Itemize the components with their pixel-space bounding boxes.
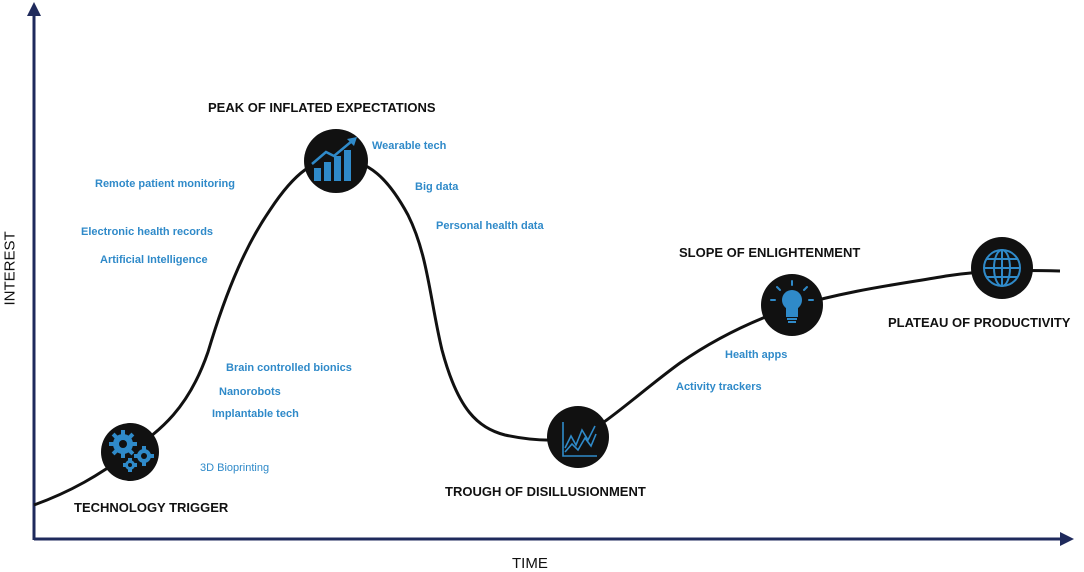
phase-label-slope: SLOPE OF ENLIGHTENMENT (679, 245, 861, 260)
tech-activity-trackers: Activity trackers (676, 381, 762, 393)
phase-label-plateau: PLATEAU OF PRODUCTIVITY (888, 315, 1071, 330)
tech-3d-bioprinting: 3D Bioprinting (200, 462, 270, 474)
phase-label-trough: TROUGH OF DISILLUSIONMENT (445, 484, 646, 499)
tech-electronic-health-records: Electronic health records (81, 226, 214, 238)
tech-big-data: Big data (415, 181, 459, 193)
tech-remote-patient-monitoring: Remote patient monitoring (95, 178, 235, 190)
y-axis-arrow (27, 2, 41, 16)
lightbulb-icon (761, 274, 823, 336)
x-axis-arrow (1060, 532, 1074, 546)
tech-nanorobots: Nanorobots (219, 386, 281, 398)
tech-artificial-intelligence: Artificial Intelligence (100, 254, 208, 266)
rising-bar-chart-icon (304, 129, 368, 193)
tech-personal-health-data: Personal health data (436, 220, 544, 232)
gears-icon (101, 423, 159, 481)
phase-label-trigger: TECHNOLOGY TRIGGER (74, 500, 229, 515)
hype-curve (33, 157, 1061, 507)
tech-health-apps: Health apps (725, 349, 788, 361)
tech-brain-controlled-bionics: Brain controlled bionics (226, 362, 352, 374)
x-axis-label: TIME (512, 555, 548, 572)
tech-wearable-tech: Wearable tech (372, 140, 447, 152)
axes (27, 2, 1074, 546)
globe-icon (971, 237, 1033, 299)
line-chart-icon (547, 406, 609, 468)
tech-implantable-tech: Implantable tech (212, 408, 299, 420)
phase-label-peak: PEAK OF INFLATED EXPECTATIONS (208, 100, 436, 115)
y-axis-label: INTEREST (1, 231, 19, 306)
